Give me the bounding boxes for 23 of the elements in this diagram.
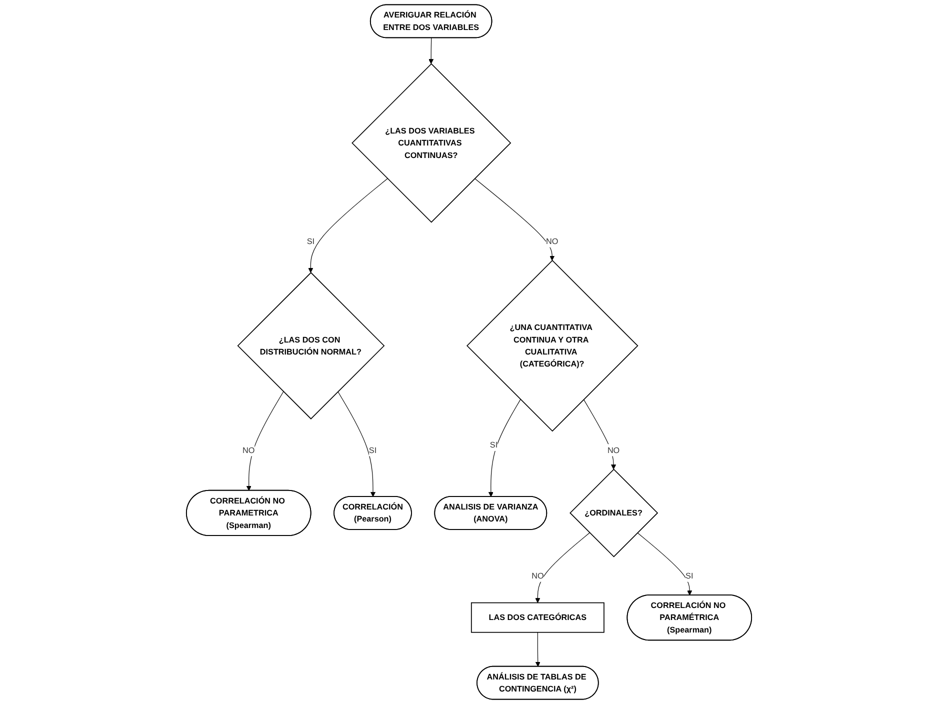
arrow: [338, 391, 376, 497]
arrow: [308, 178, 388, 273]
node-box: LAS DOS CATEGÓRICAS: [470, 602, 604, 633]
edge-label: NO: [242, 445, 255, 455]
edge-label: SI: [686, 570, 694, 580]
edge-label: SI: [490, 440, 498, 450]
arrow: [474, 178, 555, 261]
arrow: [246, 391, 284, 491]
edge-label: NO: [607, 445, 620, 455]
node-diamond: ¿UNA CUANTITATIVA CONTINUA Y OTRA CUALITATIVA (CATEGÓRICA)?: [466, 260, 638, 432]
arrow: [637, 532, 692, 596]
node-diamond: ¿ORDINALES?: [570, 468, 658, 558]
arrow: [535, 532, 590, 603]
edge-label: NO: [546, 236, 558, 246]
edge-label: SI: [306, 236, 315, 246]
node-diamond: ¿LAS DOS VARIABLES CUANTITATIVAS CONTINUAS?: [352, 63, 512, 223]
arrow: [428, 38, 434, 64]
arrow: [488, 399, 521, 497]
arrow: [583, 399, 616, 470]
edge-label: SI: [368, 445, 377, 455]
node-diamond: ¿LAS DOS CON DISTRIBUCIÓN NORMAL?: [237, 272, 385, 420]
arrow: [535, 632, 540, 667]
edge-label: NO: [532, 570, 544, 580]
